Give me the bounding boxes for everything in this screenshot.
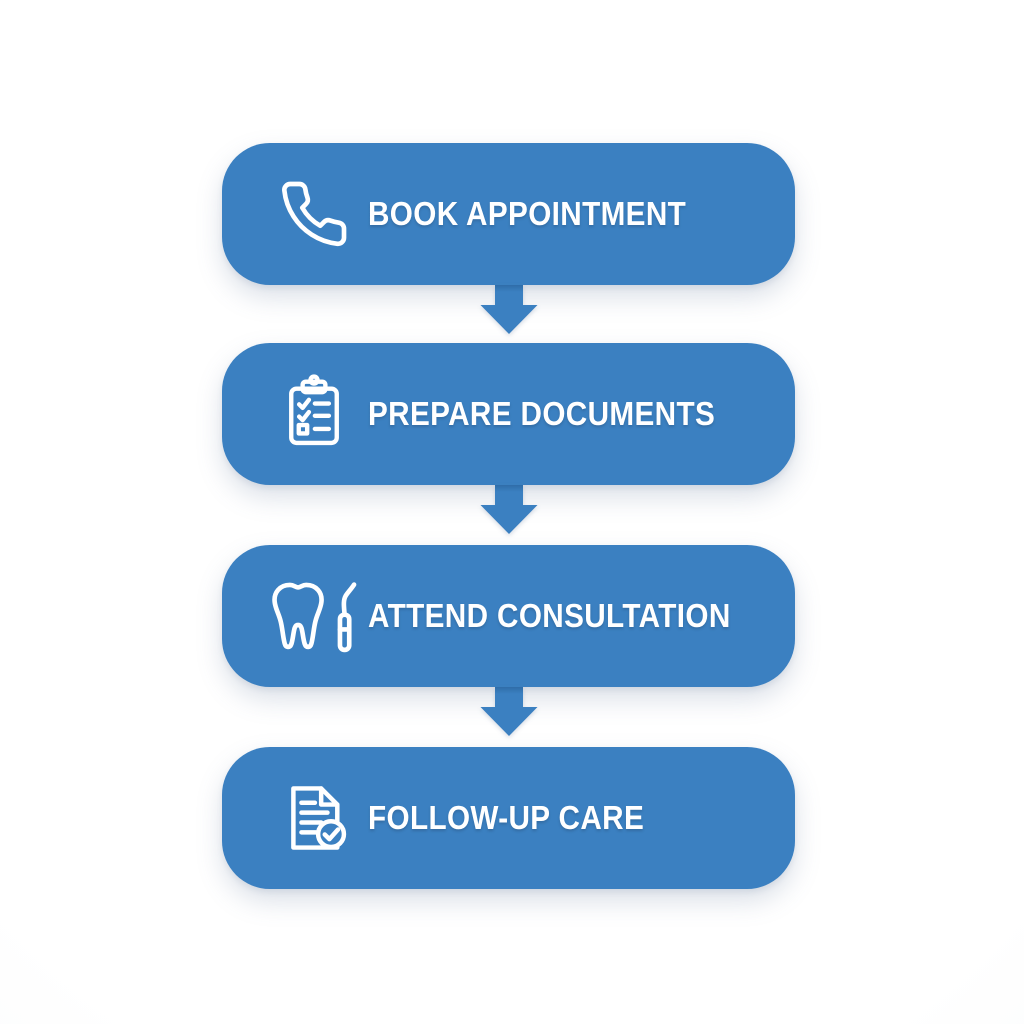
down-arrow-icon: [480, 285, 538, 334]
tooth-and-dental-probe-icon: [260, 572, 368, 661]
step-card-follow-up-care: FOLLOW-UP CARE: [222, 747, 795, 889]
step-label-book-appointment: BOOK APPOINTMENT: [368, 195, 687, 232]
clipboard-checklist-icon: [260, 372, 368, 456]
step-label-prepare-documents: PREPARE DOCUMENTS: [368, 395, 716, 432]
phone-icon: [260, 178, 368, 250]
document-check-icon: [260, 775, 368, 861]
step-card-attend-consultation: ATTEND CONSULTATION: [222, 545, 795, 687]
down-arrow-icon: [480, 485, 538, 534]
step-label-attend-consultation: ATTEND CONSULTATION: [368, 597, 731, 634]
step-label-follow-up-care: FOLLOW-UP CARE: [368, 799, 645, 836]
step-card-prepare-documents: PREPARE DOCUMENTS: [222, 343, 795, 485]
step-card-book-appointment: BOOK APPOINTMENT: [222, 143, 795, 285]
down-arrow-icon: [480, 687, 538, 736]
